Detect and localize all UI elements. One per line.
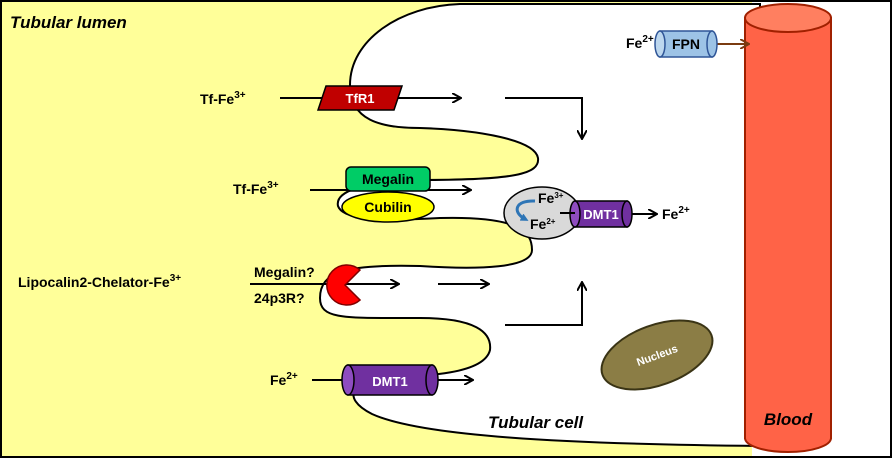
lipocalin-ligand: Lipocalin2-Chelator-Fe3+ xyxy=(18,273,181,290)
megalin-label: Megalin xyxy=(362,171,414,187)
dmt1-apical-channel xyxy=(341,364,439,396)
cubilin-receptor xyxy=(341,191,435,223)
reduction-arrow xyxy=(515,199,536,221)
lipocalin-receptor xyxy=(326,264,362,306)
fe-apical-ligand: Fe2+ xyxy=(270,371,298,388)
tfr1-receptor xyxy=(316,85,404,111)
endosome-fe3: Fe3+ xyxy=(538,190,564,206)
r24p3-label: 24p3R? xyxy=(254,290,305,306)
megalin-receptor xyxy=(345,166,431,192)
fpn-label: FPN xyxy=(672,36,700,52)
endosome-fe2: Fe2+ xyxy=(530,216,556,232)
nucleus xyxy=(600,319,714,391)
tf-fe-ligand-2: Tf-Fe3+ xyxy=(233,180,279,197)
blood-label: Blood xyxy=(764,410,813,429)
fe-dmt1-product: Fe2+ xyxy=(662,205,690,222)
cubilin-label: Cubilin xyxy=(364,199,411,215)
lumen-label: Tubular lumen xyxy=(10,13,127,32)
tfr1-label: TfR1 xyxy=(346,91,375,106)
fpn-channel xyxy=(654,30,718,58)
dmt1-endosome-label: DMT1 xyxy=(583,207,618,222)
dmt1-endosome-channel xyxy=(569,200,633,228)
tf-fe-ligand-1: Tf-Fe3+ xyxy=(200,90,246,107)
tfr1-to-endosome-arrow xyxy=(505,97,582,138)
cell-label: Tubular cell xyxy=(488,413,584,432)
fe-export-ligand: Fe2+ xyxy=(626,34,654,51)
megalin-q-label: Megalin? xyxy=(254,264,315,280)
lipocalin-to-endosome-arrow xyxy=(505,283,582,326)
blood-vessel xyxy=(744,3,832,453)
dmt1-apical-label: DMT1 xyxy=(372,374,407,389)
